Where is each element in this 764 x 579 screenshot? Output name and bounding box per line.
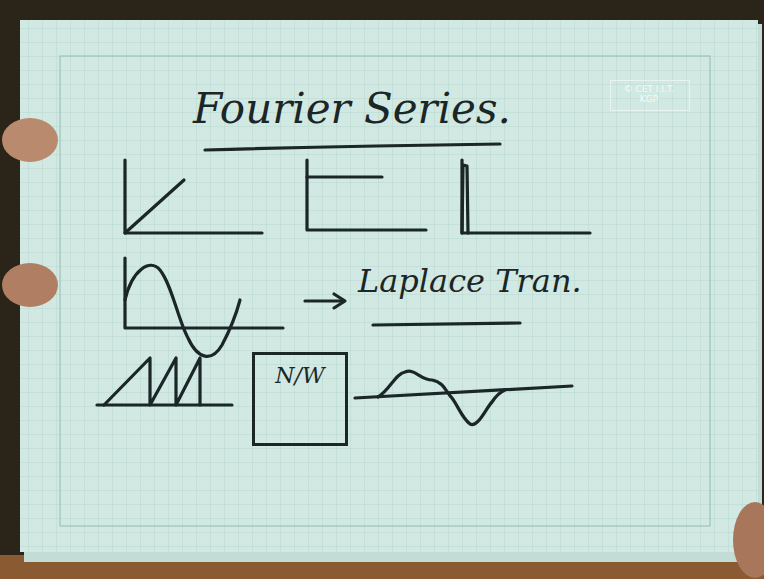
node-text: © CET I.I.T. KGP xyxy=(614,84,684,105)
node-text: N/W xyxy=(263,363,337,388)
title-text: Fourier Series. xyxy=(193,84,511,133)
handwritten-label: Laplace Tran. xyxy=(358,262,582,300)
watermark-box: © CET I.I.T. KGP xyxy=(610,80,690,111)
network-box: N/W xyxy=(252,352,348,446)
